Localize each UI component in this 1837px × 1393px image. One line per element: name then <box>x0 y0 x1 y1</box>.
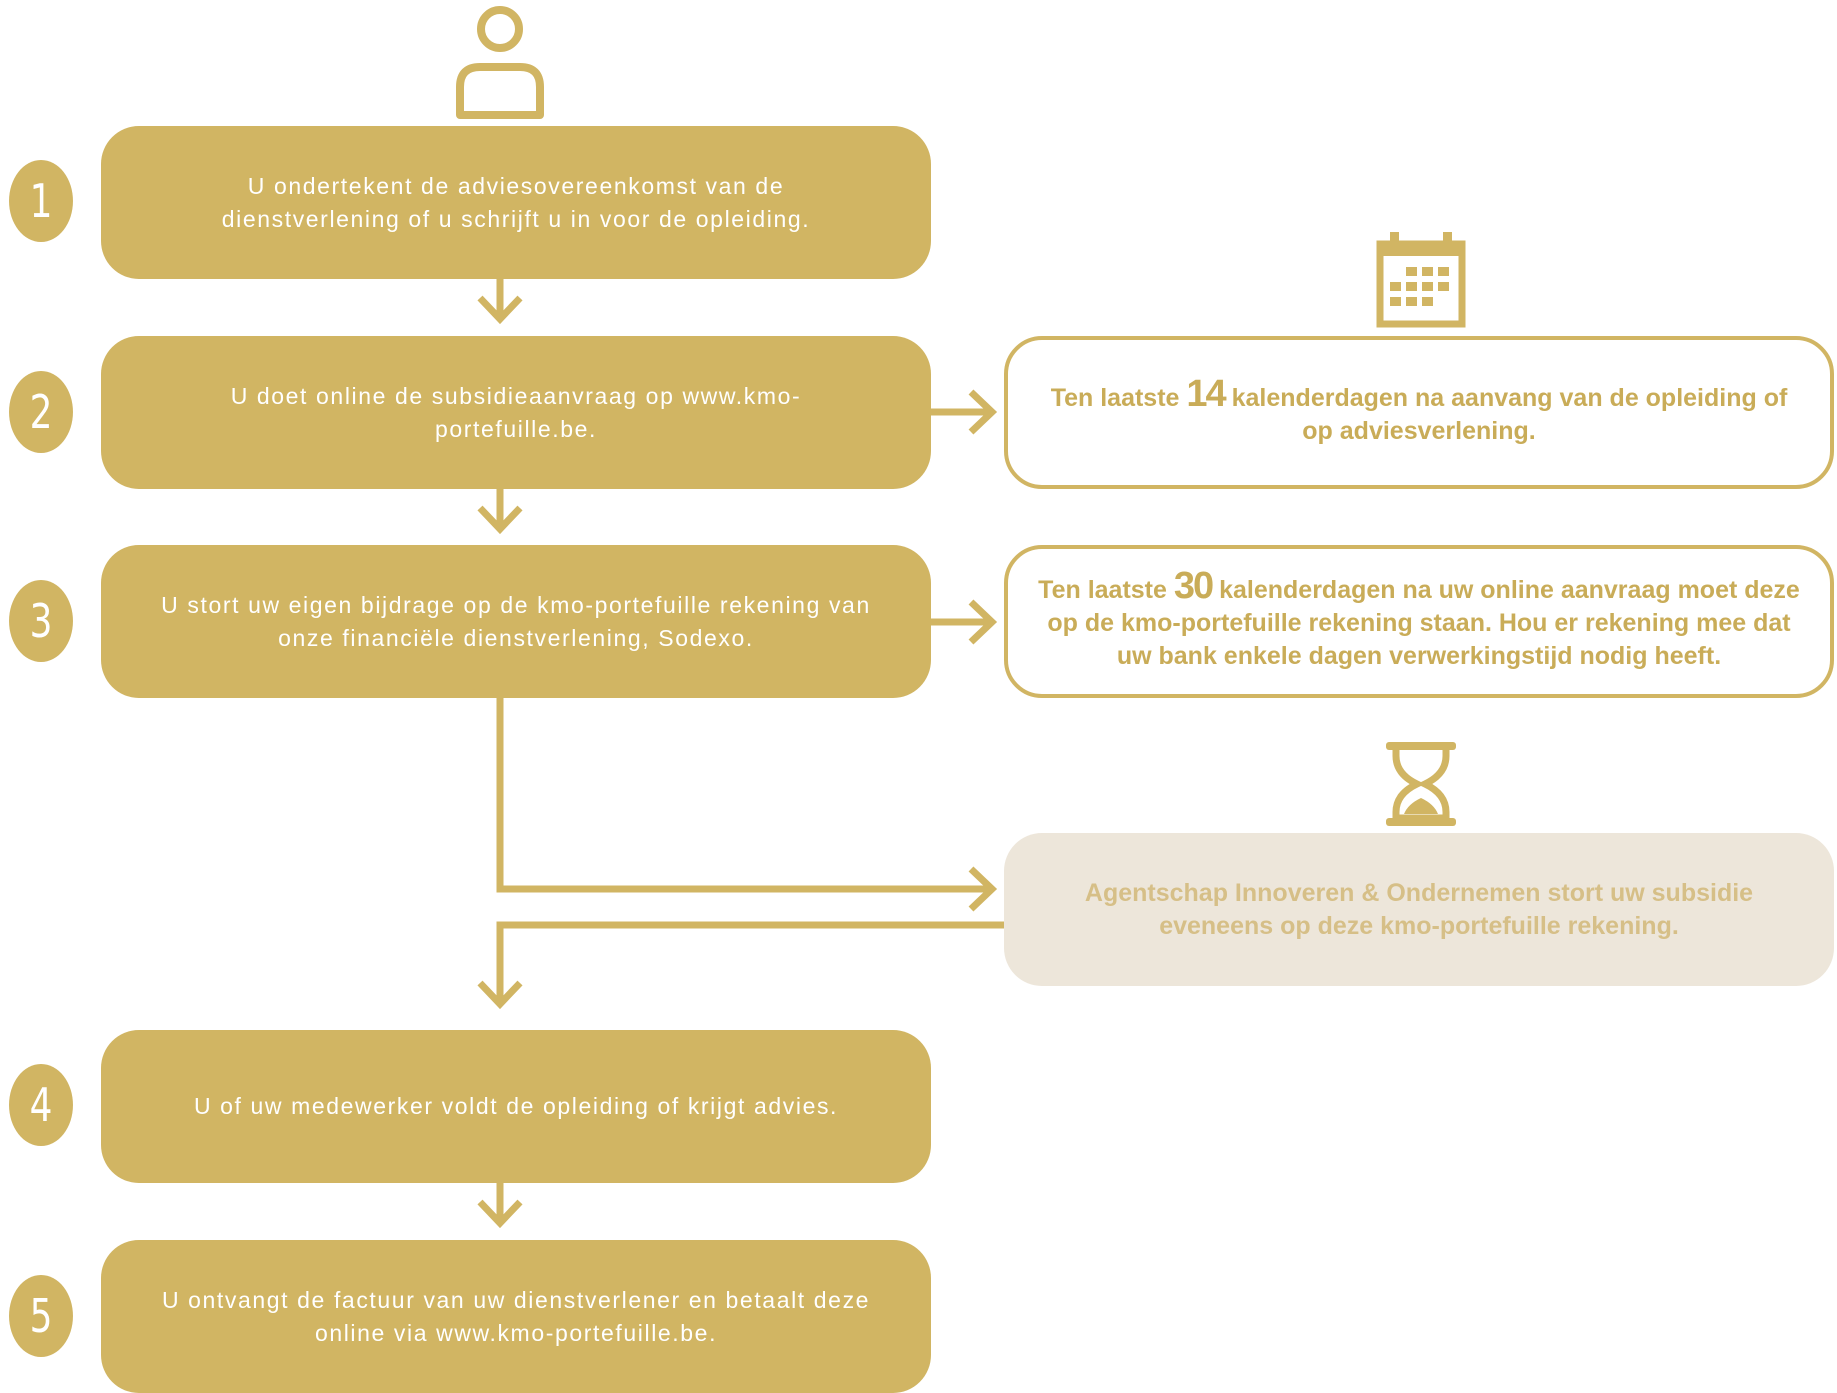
step-number-badge: 2 <box>9 371 73 453</box>
note-suffix: kalenderdagen na aanvang van de opleidin… <box>1231 383 1788 445</box>
step-text: U doet online de subsidieaanvraag op www… <box>230 382 802 442</box>
arrowhead-step4-to-step5 <box>477 1199 523 1229</box>
step-text: U stort uw eigen bijdrage op de kmo-port… <box>161 591 871 651</box>
step-box: U ondertekent de adviesovereenkomst van … <box>101 126 931 279</box>
user-icon <box>456 6 544 119</box>
step-number-badge: 4 <box>9 1064 73 1146</box>
hourglass-icon <box>1386 742 1456 826</box>
note-prefix: Ten laatste <box>1050 383 1180 412</box>
deadline-14-note: Ten laatste 14 kalenderdagen na aanvang … <box>1004 336 1834 489</box>
arrow-step3-to-agency <box>496 698 991 893</box>
calendar-icon <box>1376 232 1466 328</box>
arrowhead-step1-to-step2 <box>477 295 523 325</box>
step-box: U of uw medewerker voldt de opleiding of… <box>101 1030 931 1183</box>
note-suffix: kalenderdagen na uw online aanvraag moet… <box>1047 576 1800 670</box>
arrowhead-step2-to-step3 <box>477 505 523 535</box>
arrowhead-step3-to-agency <box>968 866 998 912</box>
deadline-30-note: Ten laatste 30 kalenderdagen na uw onlin… <box>1004 545 1834 698</box>
step-box: U doet online de subsidieaanvraag op www… <box>101 336 931 489</box>
arrowhead-agency-to-step4 <box>477 980 523 1010</box>
arrow-agency-to-step4 <box>496 921 1004 1003</box>
note-prefix: Ten laatste <box>1038 576 1167 604</box>
agency-text: Agentschap Innoveren & Ondernemen stort … <box>1084 878 1754 940</box>
step-box: U stort uw eigen bijdrage op de kmo-port… <box>101 545 931 698</box>
deadline-days: 14 <box>1186 372 1226 415</box>
arrowhead-step2-to-note14 <box>968 389 998 435</box>
step-number-badge: 3 <box>9 580 73 662</box>
step-text: U ondertekent de adviesovereenkomst van … <box>221 172 811 232</box>
step-number-badge: 5 <box>9 1275 73 1357</box>
step-text: U of uw medewerker voldt de opleiding of… <box>193 1093 839 1119</box>
arrowhead-step3-to-note30 <box>968 599 998 645</box>
deadline-days: 30 <box>1173 565 1214 607</box>
step-number-badge: 1 <box>9 160 73 242</box>
step-text: U ontvangt de factuur van uw dienstverle… <box>161 1286 871 1346</box>
step-box: U ontvangt de factuur van uw dienstverle… <box>101 1240 931 1393</box>
agency-subsidy-note: Agentschap Innoveren & Ondernemen stort … <box>1004 833 1834 986</box>
